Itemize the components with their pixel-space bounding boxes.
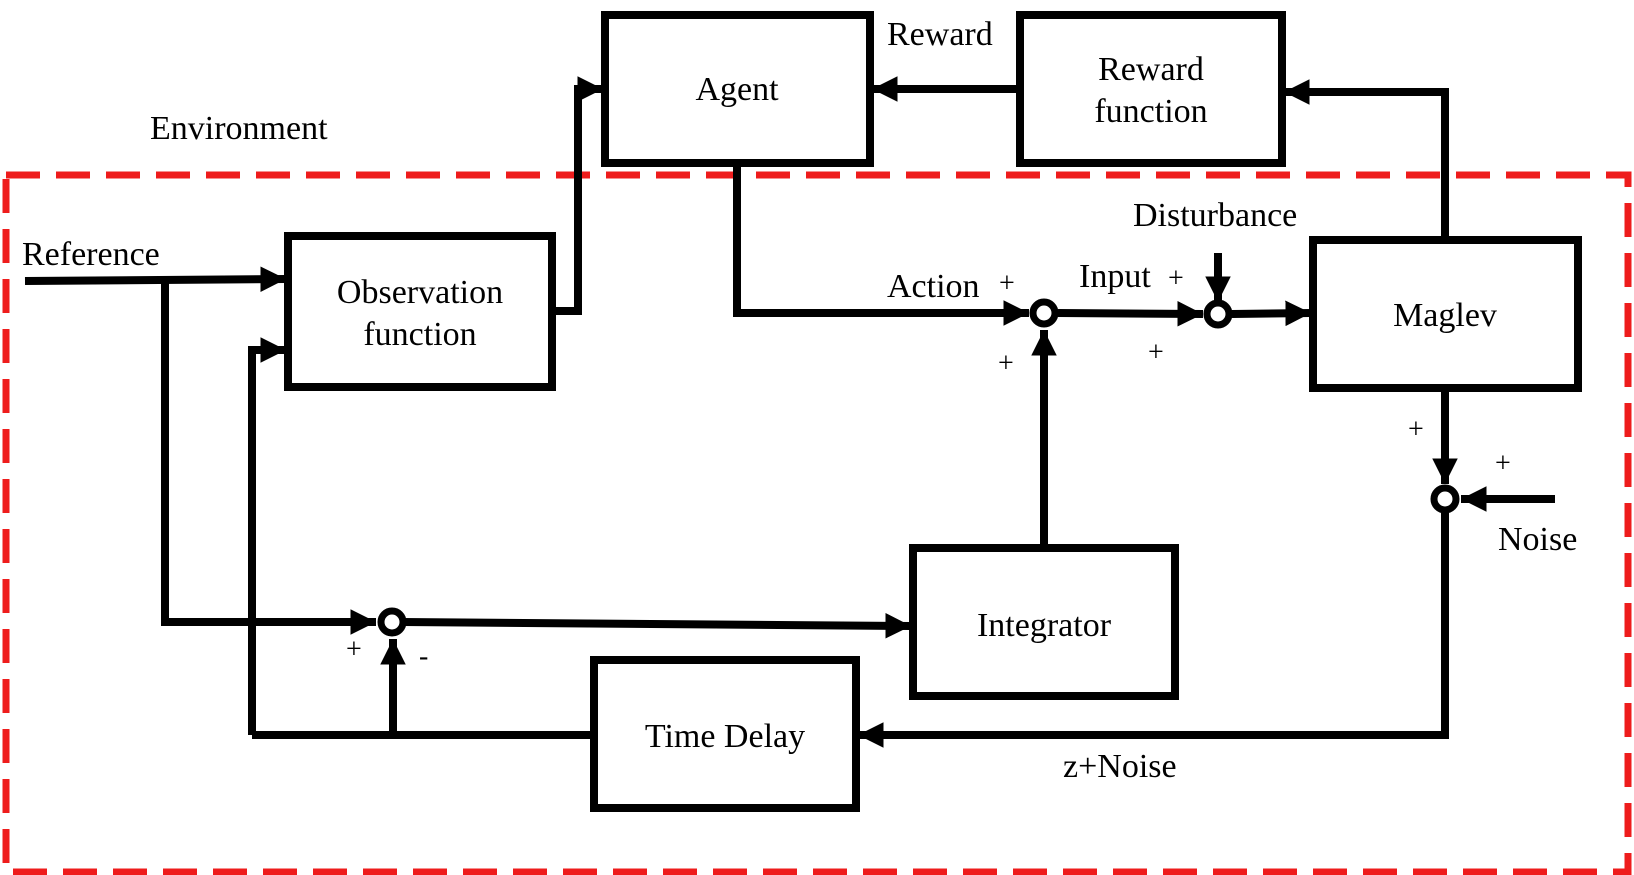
integrator-plus-sign: + bbox=[998, 348, 1014, 379]
reference-sum-junction bbox=[377, 607, 407, 637]
delay-to-observation-arrow bbox=[248, 337, 286, 735]
reward-function-label-line1: Reward bbox=[1098, 51, 1204, 88]
input-arrow bbox=[1057, 301, 1204, 327]
noise-plus-sign: + bbox=[1495, 448, 1511, 479]
action-sum-junction bbox=[1029, 298, 1059, 328]
input-plus-sign: + bbox=[1168, 263, 1184, 294]
z-noise-label: z+Noise bbox=[1063, 748, 1177, 785]
disturbance-sum-junction bbox=[1203, 299, 1233, 329]
reference-to-observation-arrow bbox=[24, 266, 287, 292]
noise-sum-junction bbox=[1430, 484, 1460, 514]
agent-label: Agent bbox=[695, 71, 779, 108]
maglev-block: Maglev bbox=[1309, 236, 1582, 392]
action-label: Action bbox=[887, 268, 980, 305]
reward-signal-label: Reward bbox=[887, 16, 993, 53]
time-delay-label: Time Delay bbox=[645, 718, 805, 755]
disturbance-label: Disturbance bbox=[1133, 197, 1297, 234]
z-noise-to-delay-arrow bbox=[858, 513, 1449, 748]
reward-function-block: Reward function bbox=[1016, 11, 1286, 167]
noise-label: Noise bbox=[1498, 521, 1577, 558]
observation-to-agent-arrow bbox=[552, 76, 603, 315]
reference-label: Reference bbox=[22, 236, 160, 273]
maglev-label: Maglev bbox=[1393, 297, 1497, 334]
delay-minus-sign: - bbox=[419, 641, 428, 672]
maglev-to-reward-arrow bbox=[1284, 79, 1449, 240]
sum-to-integrator-arrow bbox=[402, 612, 912, 639]
action-plus-sign: + bbox=[999, 268, 1015, 299]
maglev-plus-sign: + bbox=[1408, 414, 1424, 445]
input-label: Input bbox=[1079, 258, 1151, 295]
reference-to-sum-arrow bbox=[161, 280, 376, 635]
environment-boundary bbox=[2, 171, 1632, 875]
disturbance-plus-sign: + bbox=[1148, 337, 1164, 368]
reward-function-label-line2: function bbox=[1094, 93, 1207, 130]
integrator-label: Integrator bbox=[977, 607, 1112, 644]
reference-plus-sign: + bbox=[346, 634, 362, 665]
integrator-block: Integrator bbox=[909, 544, 1179, 700]
time-delay-block: Time Delay bbox=[590, 656, 860, 812]
observation-function-block: Observation function bbox=[284, 232, 556, 391]
agent-action-arrow bbox=[733, 163, 1029, 326]
sum-to-maglev-arrow bbox=[1231, 300, 1312, 327]
observation-function-label-line2: function bbox=[363, 316, 476, 353]
environment-label: Environment bbox=[150, 110, 328, 147]
observation-function-label-line1: Observation bbox=[337, 274, 503, 311]
agent-block: Agent bbox=[601, 11, 874, 167]
